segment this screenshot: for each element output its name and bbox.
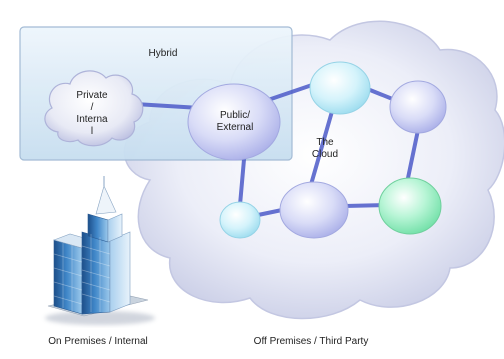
connector-lavender-right-green [406, 128, 420, 180]
off-premises-caption: Off Premises / Third Party [253, 336, 369, 347]
public-label-line: External [216, 122, 254, 133]
node-lavender-mid [279, 181, 349, 239]
connector-cyan-top-left-down [308, 106, 335, 190]
private-label-line: Private [76, 90, 108, 101]
connector-lavender-mid-green [343, 203, 387, 208]
private-label-line: / [90, 102, 94, 113]
connector-public-cyan-top [266, 82, 317, 102]
on-premises-caption: On Premises / Internal [48, 336, 148, 347]
private-cloud-shape [44, 70, 144, 147]
public-label-line: Public/ [219, 110, 250, 121]
network-connectors [133, 82, 420, 217]
private-label-line: l [90, 126, 94, 137]
connector-private-public [133, 102, 202, 110]
node-green [378, 177, 442, 235]
node-cyan-small [219, 201, 261, 239]
private-label-line: Interna [76, 114, 108, 125]
hybrid-label: Hybrid [148, 48, 178, 59]
on-premises-building-icon [45, 176, 155, 325]
public-external-node [187, 83, 281, 161]
the-cloud-label: The Cloud [312, 137, 338, 161]
private-label: Private / Interna l [76, 90, 107, 138]
cloud-label-line: The [316, 137, 334, 148]
cloud-label-line: Cloud [311, 149, 339, 160]
node-cyan-top [309, 61, 371, 115]
node-lavender-right [389, 80, 447, 134]
connector-small-cyan-lavender-mid [256, 208, 284, 217]
public-external-label: Public/ External [217, 110, 254, 134]
